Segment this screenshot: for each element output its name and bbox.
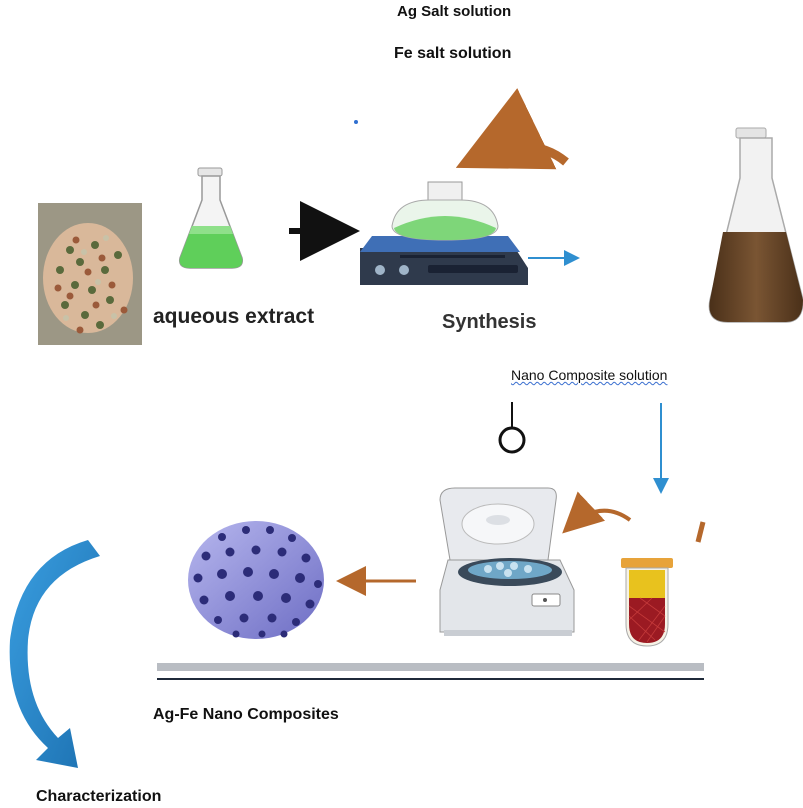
nano-composite-solution-label: Nano Composite solution [511,367,668,383]
characterization-curved-arrow [9,540,100,768]
baseline-edge [157,678,704,680]
brown-solution-flask-icon [708,127,803,323]
synthesis-label: Synthesis [442,311,537,333]
characterization-label: Characterization [36,788,162,805]
marker-pin-icon [498,402,526,454]
aqueous-extract-label: aqueous extract [153,305,315,328]
stray-dot [354,120,358,124]
ag-salt-label: Ag Salt solution [397,3,512,20]
tube-to-centrifuge-arrow [562,491,632,534]
hotplate-stirrer-icon [360,236,528,285]
seeds-photo [38,203,142,345]
green-extract-flask-icon [178,167,244,269]
centrifuge-icon [439,487,575,636]
baseline-bar [157,663,704,671]
right-edge-arrow-fragment [695,521,706,543]
fe-salt-label: Fe salt solution [394,45,512,62]
ag-fe-nano-composites-label: Ag-Fe Nano Composites [153,706,339,723]
nanocomposite-sphere-icon [188,521,324,639]
test-tube-icon [621,558,673,647]
return-curved-arrow [455,88,569,170]
round-flask-icon [391,181,499,241]
